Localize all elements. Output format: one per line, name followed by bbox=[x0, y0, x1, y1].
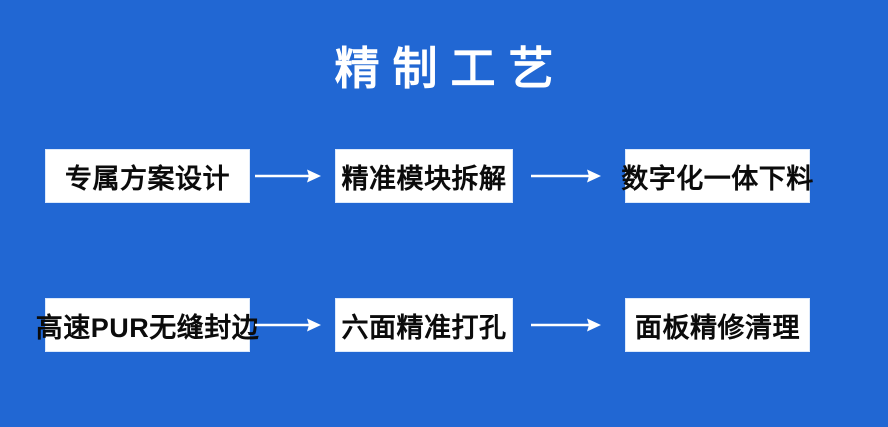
process-step-box[interactable]: 高速PUR无缝封边 bbox=[36, 298, 259, 352]
process-step-box[interactable]: 精准模块拆解 bbox=[335, 149, 513, 203]
arrow-right-icon bbox=[531, 315, 601, 335]
process-step-box[interactable]: 专属方案设计 bbox=[45, 149, 250, 203]
process-step-label: 高速PUR无缝封边 bbox=[35, 312, 260, 343]
process-row-top: 专属方案设计 精准模块拆解 数字化一体下料 bbox=[0, 149, 888, 203]
process-step-label: 数字化一体下料 bbox=[621, 163, 814, 194]
arrow-right-icon bbox=[255, 315, 321, 335]
process-step-box[interactable]: 六面精准打孔 bbox=[335, 298, 513, 352]
page-title: 精制工艺 bbox=[334, 43, 567, 94]
process-step-label: 面板精修清理 bbox=[635, 312, 800, 343]
process-step-box[interactable]: 数字化一体下料 bbox=[621, 149, 813, 203]
arrow-right-icon bbox=[531, 166, 601, 186]
process-step-label: 六面精准打孔 bbox=[341, 312, 507, 343]
process-step-label: 精准模块拆解 bbox=[341, 163, 507, 194]
arrow-right-icon bbox=[255, 166, 321, 186]
process-step-label: 专属方案设计 bbox=[65, 163, 230, 194]
process-row-bottom: 高速PUR无缝封边 六面精准打孔 面板精修清理 bbox=[0, 298, 888, 352]
process-step-box[interactable]: 面板精修清理 bbox=[625, 298, 810, 352]
